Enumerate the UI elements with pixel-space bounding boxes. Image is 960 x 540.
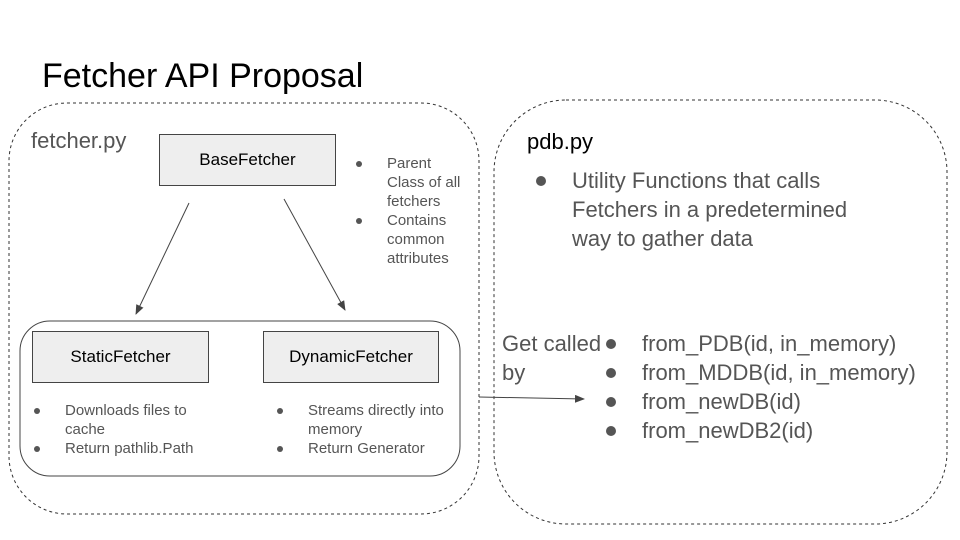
bullet-dot-icon (606, 397, 616, 407)
fetcher-file-label: fetcher.py (31, 128, 127, 153)
static-fetcher-note: Downloads files to cache (33, 401, 223, 439)
dynamic-fetcher-class-box: DynamicFetcher (263, 331, 439, 383)
base-fetcher-class-box: BaseFetcher (159, 134, 336, 186)
pdb-function-item: from_newDB(id) (604, 387, 954, 416)
bullet-dot-icon (356, 218, 362, 224)
arrow-base-to-static (135, 202, 190, 315)
dynamic-fetcher-note-text: Streams directly into memory (308, 402, 444, 438)
bullet-dot-icon (606, 368, 616, 378)
subclass-group-box (19, 320, 461, 477)
page-title: Fetcher API Proposal (42, 57, 364, 95)
dynamic-fetcher-note: Return Generator (276, 439, 451, 458)
base-fetcher-note-text: Contains common attributes (387, 212, 449, 267)
base-fetcher-note: Contains common attributes (355, 211, 465, 268)
bullet-dot-icon (277, 446, 283, 452)
pdb-description-text: Utility Functions that calls Fetchers in… (572, 168, 848, 251)
bullet-dot-icon (356, 161, 362, 167)
arrow-called-by (478, 394, 585, 403)
bullet-dot-icon (606, 426, 616, 436)
pdb-description: Utility Functions that calls Fetchers in… (534, 166, 864, 253)
dynamic-fetcher-notes: Streams directly into memory Return Gene… (276, 401, 451, 458)
fetcher-file-container (8, 102, 480, 515)
static-fetcher-note-text: Return pathlib.Path (65, 440, 194, 457)
bullet-dot-icon (536, 176, 546, 186)
pdb-file-container (493, 99, 948, 525)
dynamic-fetcher-note: Streams directly into memory (276, 401, 451, 439)
pdb-function-item: from_MDDB(id, in_memory) (604, 358, 954, 387)
pdb-function-item: from_newDB2(id) (604, 416, 954, 445)
base-fetcher-note: Parent Class of all fetchers (355, 154, 465, 211)
static-fetcher-note-text: Downloads files to cache (65, 402, 187, 438)
static-fetcher-note: Return pathlib.Path (33, 439, 223, 458)
base-fetcher-notes: Parent Class of all fetchers Contains co… (355, 154, 465, 268)
pdb-function-name: from_MDDB(id, in_memory) (642, 360, 916, 385)
base-fetcher-note-text: Parent Class of all fetchers (387, 155, 461, 210)
bullet-dot-icon (606, 339, 616, 349)
bullet-dot-icon (34, 408, 40, 414)
pdb-function-name: from_newDB2(id) (642, 418, 814, 443)
static-fetcher-notes: Downloads files to cache Return pathlib.… (33, 401, 223, 458)
pdb-function-list: from_PDB(id, in_memory) from_MDDB(id, in… (604, 329, 954, 445)
arrow-base-to-dynamic (283, 198, 346, 311)
bullet-dot-icon (34, 446, 40, 452)
pdb-function-name: from_newDB(id) (642, 389, 801, 414)
pdb-function-item: from_PDB(id, in_memory) (604, 329, 954, 358)
called-by-label: Get called by (502, 331, 602, 385)
static-fetcher-class-box: StaticFetcher (32, 331, 209, 383)
pdb-function-name: from_PDB(id, in_memory) (642, 331, 897, 356)
dynamic-fetcher-note-text: Return Generator (308, 440, 425, 457)
bullet-dot-icon (277, 408, 283, 414)
pdb-description-item: Utility Functions that calls Fetchers in… (534, 166, 864, 253)
pdb-file-label: pdb.py (527, 129, 594, 154)
